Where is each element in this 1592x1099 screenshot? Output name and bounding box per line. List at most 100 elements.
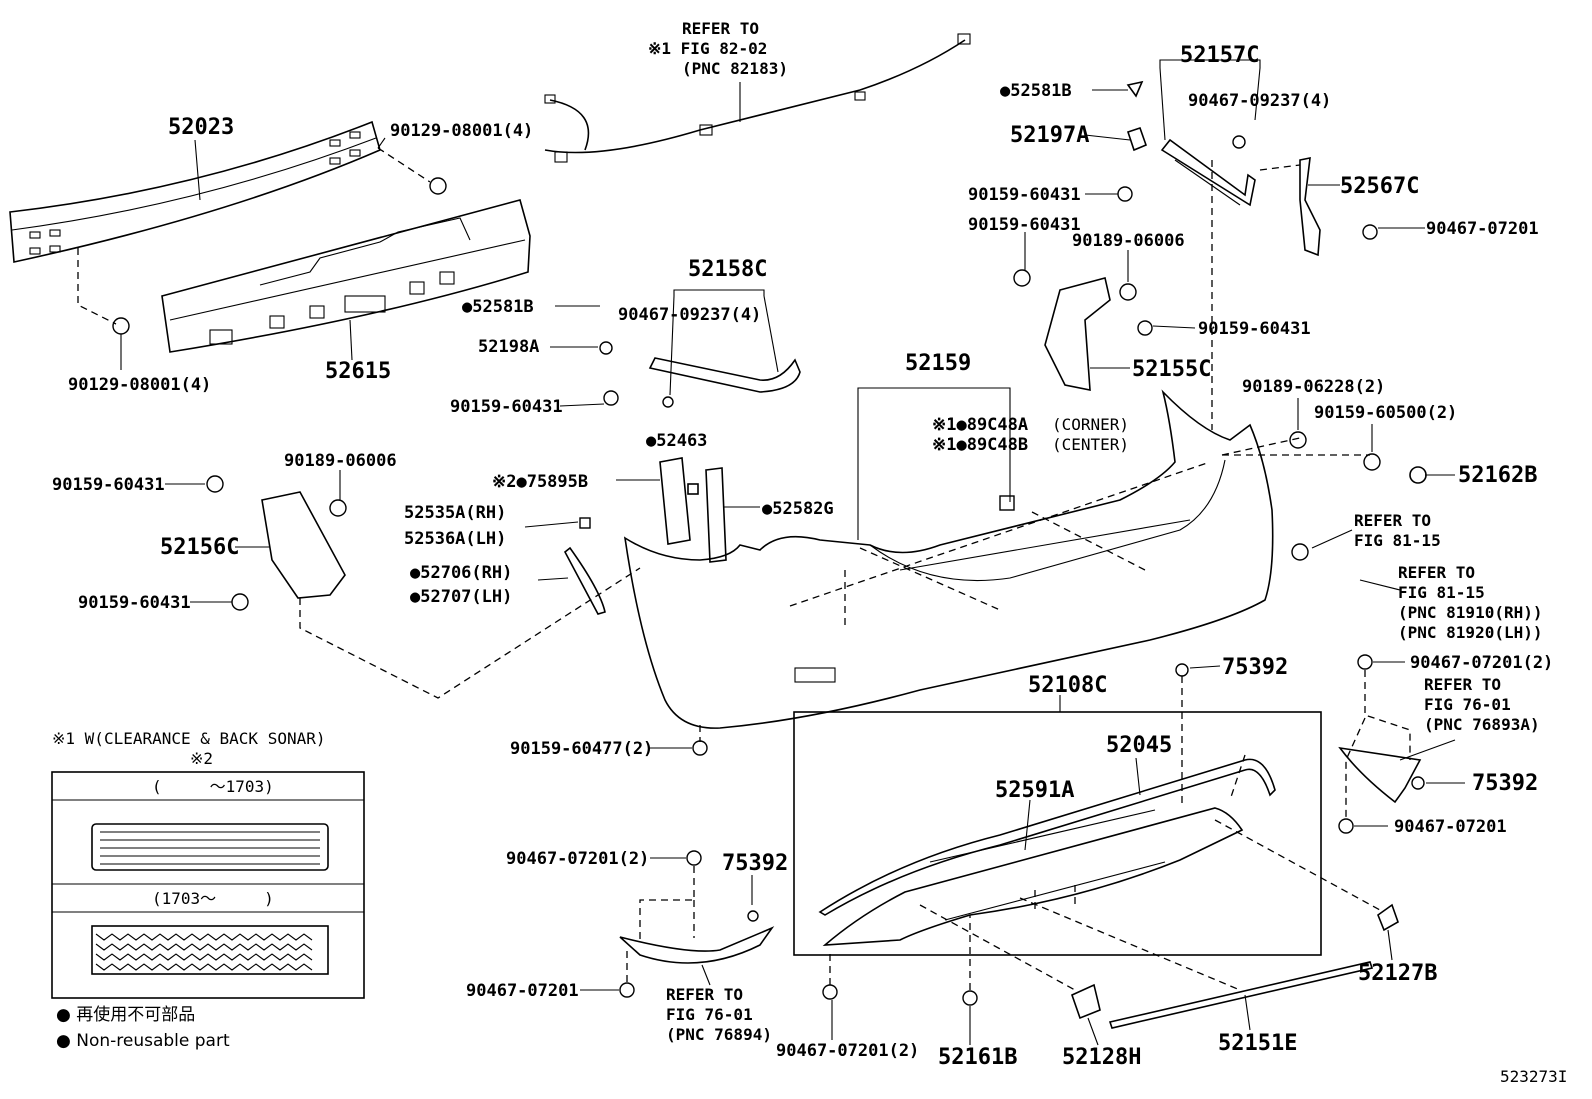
label-75392-top: 75392 — [1222, 655, 1288, 680]
label-52582G: ●52582G — [762, 499, 834, 519]
label-52615: 52615 — [325, 359, 391, 384]
label-90159-60431-b: 90159-60431 — [968, 215, 1081, 235]
label-90159-60431-c: 90159-60431 — [1198, 319, 1311, 339]
legend-nonreusable-jp: ● 再使用不可部品 — [56, 1004, 195, 1025]
label-refer-8115a-1: REFER TO — [1354, 511, 1431, 530]
label-52127B: 52127B — [1358, 961, 1437, 986]
label-refer-7601a-1: REFER TO — [1424, 675, 1501, 694]
label-90467-07201-2-bottom: 90467-07201(2) — [776, 1041, 919, 1061]
label-52567C: 52567C — [1340, 174, 1419, 199]
bracket-52157C — [1160, 138, 1256, 207]
label-52198A: 52198A — [478, 337, 539, 357]
label-refer-82-3: (PNC 82183) — [682, 59, 788, 78]
label-52706: ●52706(RH) — [410, 563, 512, 583]
label-refer-8115a-2: FIG 81-15 — [1354, 531, 1441, 550]
bracket-52567C — [1299, 156, 1321, 257]
label-52581B-top: ●52581B — [1000, 81, 1072, 101]
label-refer-82-1: REFER TO — [682, 19, 759, 38]
label-75895B: ※2●75895B — [492, 472, 588, 492]
label-52591A: 52591A — [995, 778, 1074, 803]
label-90159-60431-d: 90159-60431 — [450, 397, 563, 417]
label-refer-7601b-1: REFER TO — [666, 985, 743, 1004]
legend-box — [51, 771, 365, 999]
label-90159-60431-f: 90159-60431 — [78, 593, 191, 613]
label-52158C: 52158C — [688, 257, 767, 282]
moulding-52151E — [1108, 961, 1374, 1029]
label-refer-8115b-2: FIG 81-15 — [1398, 583, 1485, 602]
legend-title: ※1 W(CLEARANCE & BACK SONAR) — [52, 729, 326, 748]
label-refer-82-2: ※1 FIG 82-02 — [648, 39, 767, 58]
label-52151E: 52151E — [1218, 1031, 1297, 1056]
label-90467-07201-2-left: 90467-07201(2) — [506, 849, 649, 869]
assembly-box-52108C — [793, 711, 1322, 956]
label-52128H: 52128H — [1062, 1045, 1141, 1070]
label-90189-06006-top: 90189-06006 — [1072, 231, 1185, 251]
label-52108C: 52108C — [1028, 673, 1107, 698]
cap-52127B — [1377, 903, 1399, 932]
label-52581B-mid: ●52581B — [462, 297, 534, 317]
label-52536A: 52536A(LH) — [404, 529, 506, 549]
pad-52463 — [659, 457, 699, 545]
label-90159-60500: 90159-60500(2) — [1314, 403, 1457, 423]
label-52535A: 52535A(RH) — [404, 503, 506, 523]
cap-52162B — [1409, 466, 1427, 484]
lower-cover-52108C — [822, 807, 1244, 946]
spoiler-52045 — [818, 758, 1276, 916]
label-90189-06228: 90189-06228(2) — [1242, 377, 1385, 397]
leader-lines — [120, 59, 1465, 1046]
label-52707: ●52707(LH) — [410, 587, 512, 607]
label-89C48A-corner: (CORNER) — [1052, 415, 1129, 434]
label-52157C: 52157C — [1180, 43, 1259, 68]
retainer-52197A — [1126, 80, 1148, 152]
label-90467-09237-top: 90467-09237(4) — [1188, 91, 1331, 111]
bracket-52155C — [1044, 277, 1111, 391]
pad-striped-illustration — [91, 823, 329, 871]
label-89C48A: ※1●89C48A — [932, 415, 1028, 435]
label-90467-09237-mid: 90467-09237(4) — [618, 305, 761, 325]
label-89C48B-center: (CENTER) — [1052, 435, 1129, 454]
pad-mesh-illustration — [91, 925, 329, 975]
bracket-52156C — [261, 491, 346, 599]
diagram-id: 523273I — [1500, 1067, 1567, 1086]
label-52023: 52023 — [168, 115, 234, 140]
bracket-52158C — [648, 357, 801, 408]
part-labels: 52023 90129-08001(4) 90129-08001(4) 5261… — [52, 19, 1567, 1086]
label-90129-08001-bottom: 90129-08001(4) — [68, 375, 211, 395]
label-refer-7601b-3: (PNC 76894) — [666, 1025, 772, 1044]
legend-range-2: (1703～ ) — [152, 889, 274, 908]
energy-absorber-52615 — [161, 199, 531, 353]
label-52159: 52159 — [905, 351, 971, 376]
label-52156C: 52156C — [160, 535, 239, 560]
label-90159-60431-e: 90159-60431 — [52, 475, 165, 495]
reflector-52706 — [563, 546, 606, 615]
label-90189-06006-left: 90189-06006 — [284, 451, 397, 471]
label-refer-7601b-2: FIG 76-01 — [666, 1005, 753, 1024]
label-75392-left: 75392 — [722, 851, 788, 876]
side-garnish-76893A — [1338, 746, 1422, 804]
label-refer-8115b-3: (PNC 81910(RH)) — [1398, 603, 1543, 622]
label-90467-07201-right: 90467-07201 — [1426, 219, 1539, 239]
label-89C48B: ※1●89C48B — [932, 435, 1028, 455]
wire-harness-82183 — [544, 33, 971, 163]
label-90159-60431-a: 90159-60431 — [968, 185, 1081, 205]
pad-52582G — [705, 467, 727, 563]
side-garnish-76894 — [619, 926, 775, 964]
label-refer-7601a-2: FIG 76-01 — [1424, 695, 1511, 714]
label-75392-right: 75392 — [1472, 771, 1538, 796]
label-52161B: 52161B — [938, 1045, 1017, 1070]
label-52045: 52045 — [1106, 733, 1172, 758]
label-90467-07201-left: 90467-07201 — [466, 981, 579, 1001]
label-52197A: 52197A — [1010, 123, 1089, 148]
label-52155C: 52155C — [1132, 357, 1211, 382]
legend-range-1: ( ～1703) — [152, 777, 274, 796]
cap-52128H — [1071, 983, 1101, 1020]
label-refer-8115b-1: REFER TO — [1398, 563, 1475, 582]
label-90467-07201-right2: 90467-07201 — [1394, 817, 1507, 837]
label-52162B: 52162B — [1458, 463, 1537, 488]
label-90159-60477: 90159-60477(2) — [510, 739, 653, 759]
legend: ※1 W(CLEARANCE & BACK SONAR) ※2 ( ～1703)… — [51, 729, 365, 1051]
legend-note: ※2 — [190, 749, 213, 768]
label-90129-08001-top: 90129-08001(4) — [390, 121, 533, 141]
fasteners — [112, 135, 1425, 1006]
